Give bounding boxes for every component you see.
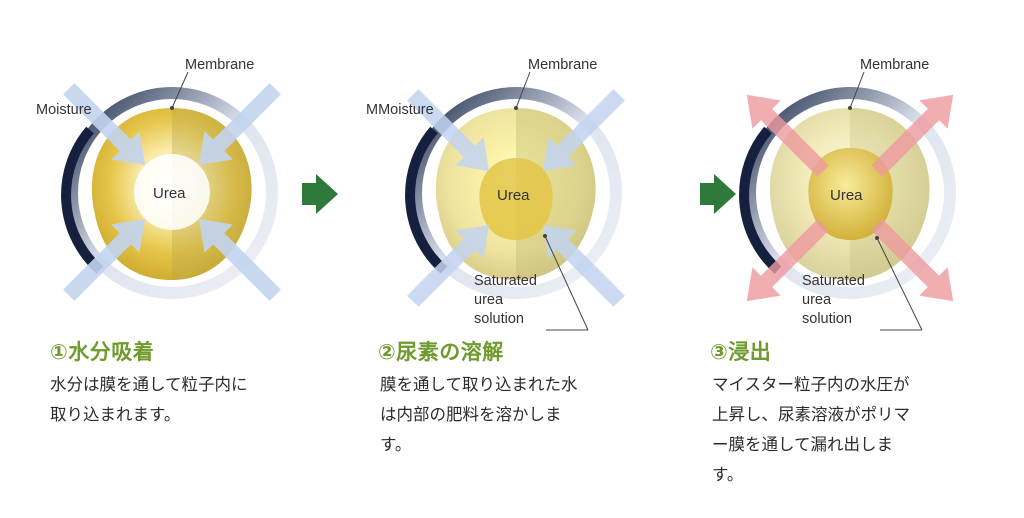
- leader-dot: [170, 106, 174, 110]
- moisture-arrow: [407, 224, 490, 307]
- desc-line: ー膜を通して漏れ出しま: [712, 435, 894, 454]
- step-heading: ②尿素の溶解: [378, 340, 504, 364]
- saturated-label: solution: [802, 311, 852, 327]
- step-arrow-icon: [302, 174, 338, 214]
- outflow-arrows: [746, 94, 954, 302]
- step-heading: ①水分吸着: [50, 340, 155, 364]
- desc-line: す。: [380, 435, 412, 454]
- moisture-glow: [134, 154, 210, 230]
- step-description: マイスター粒子内の水圧が 上昇し、尿素溶液がポリマ ー膜を通して漏れ出しま す。: [712, 370, 982, 490]
- desc-line: 取り込まれます。: [50, 405, 181, 424]
- step-heading: ③浸出: [710, 340, 772, 364]
- panel-leaching: Membrane Urea Saturated urea solution ③浸…: [670, 0, 1010, 518]
- step-description: 膜を通して取り込まれた水 は内部の肥料を溶かしま す。: [380, 370, 650, 460]
- membrane-leader: [849, 71, 865, 109]
- moisture-arrows: [63, 83, 281, 301]
- membrane-half: [516, 108, 596, 280]
- granule-diagram-3: Membrane Urea Saturated urea solution: [739, 57, 956, 331]
- membrane-shadow: [739, 126, 782, 274]
- moisture-arrows: [407, 89, 625, 307]
- moisture-arrow: [407, 89, 490, 172]
- moisture-label: MMoisture: [366, 102, 434, 118]
- membrane-ring: [410, 87, 622, 299]
- step-description: 水分は膜を通して粒子内に 取り込まれます。: [50, 370, 320, 430]
- membrane-label: Membrane: [860, 57, 929, 73]
- leader-dot: [848, 106, 852, 110]
- outflow-arrow: [871, 219, 954, 302]
- saturated-label: urea: [802, 292, 832, 308]
- moisture-label: Moisture: [36, 102, 92, 118]
- moisture-arrow: [198, 218, 281, 301]
- leader-dot: [543, 234, 547, 238]
- urea-core: [808, 148, 893, 240]
- membrane-ring: [744, 87, 956, 299]
- saturated-label: Saturated: [474, 273, 537, 289]
- membrane-half: [172, 108, 252, 280]
- leader-dot: [514, 106, 518, 110]
- desc-line: す。: [712, 465, 744, 484]
- membrane-shadow: [61, 126, 104, 274]
- membrane-label: Membrane: [185, 57, 254, 73]
- granule-diagram-1: Membrane Moisture Urea: [36, 57, 281, 301]
- desc-line: 膜を通して取り込まれた水: [380, 375, 578, 394]
- urea-core: [479, 158, 553, 240]
- saturated-label: Saturated: [802, 273, 865, 289]
- panel-urea-dissolution: Membrane MMoisture Urea Saturated urea s…: [338, 0, 678, 518]
- urea-label: Urea: [497, 187, 530, 204]
- desc-line: 上昇し、尿素溶液がポリマ: [712, 405, 910, 424]
- membrane-leader: [171, 71, 189, 109]
- moisture-arrow: [63, 218, 146, 301]
- saturated-leader: [876, 237, 923, 331]
- leader-dot: [875, 236, 879, 240]
- desc-line: 水分は膜を通して粒子内に: [50, 375, 248, 394]
- saturated-label: urea: [474, 292, 504, 308]
- granule-diagram-2: Membrane MMoisture Urea Saturated urea s…: [366, 57, 625, 331]
- moisture-arrow: [63, 83, 146, 166]
- outflow-arrow: [871, 94, 954, 177]
- outflow-arrow: [746, 94, 829, 177]
- panel-moisture-absorption: Membrane Moisture Urea ①水分吸着 水分は膜を通して粒子内…: [0, 0, 340, 518]
- urea-label: Urea: [153, 185, 186, 202]
- moisture-arrow: [542, 89, 625, 172]
- membrane-shadow: [405, 126, 448, 274]
- step-arrow-icon: [700, 174, 736, 214]
- outflow-arrow: [746, 219, 829, 302]
- moisture-arrow: [542, 224, 625, 307]
- moisture-arrow: [198, 83, 281, 166]
- saturated-leader: [544, 235, 589, 331]
- membrane-label: Membrane: [528, 57, 597, 73]
- membrane-leader: [515, 71, 531, 109]
- urea-label: Urea: [830, 187, 863, 204]
- desc-line: は内部の肥料を溶かしま: [380, 405, 562, 424]
- membrane-ring: [66, 87, 278, 299]
- saturated-label: solution: [474, 311, 524, 327]
- desc-line: マイスター粒子内の水圧が: [712, 375, 910, 394]
